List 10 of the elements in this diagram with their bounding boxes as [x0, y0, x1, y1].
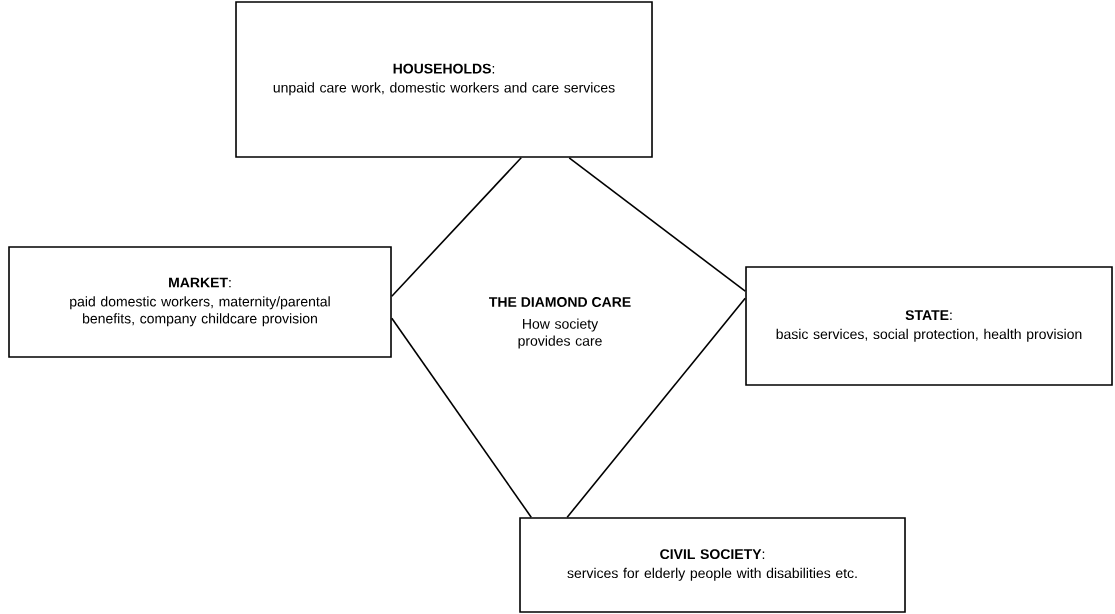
diamond-title: THE DIAMOND CARE [489, 297, 631, 307]
diamond-side [391, 157, 522, 297]
text-box: STATE: basic services, social protection, health provision [745, 266, 1113, 386]
diamond-subtitle: How society provides care [518, 318, 602, 349]
diamond-side [566, 297, 746, 518]
text-box: HOUSEHOLDS: unpaid care work, domestic workers and care services [235, 1, 653, 158]
diamond-side [391, 317, 532, 518]
diamond-side [568, 157, 746, 292]
text-box: MARKET: paid domestic workers, maternity/parental benefits, company childcare provision [8, 246, 392, 358]
text-box: CIVIL SOCIETY: services for elderly people with disabilities etc. [519, 517, 906, 613]
